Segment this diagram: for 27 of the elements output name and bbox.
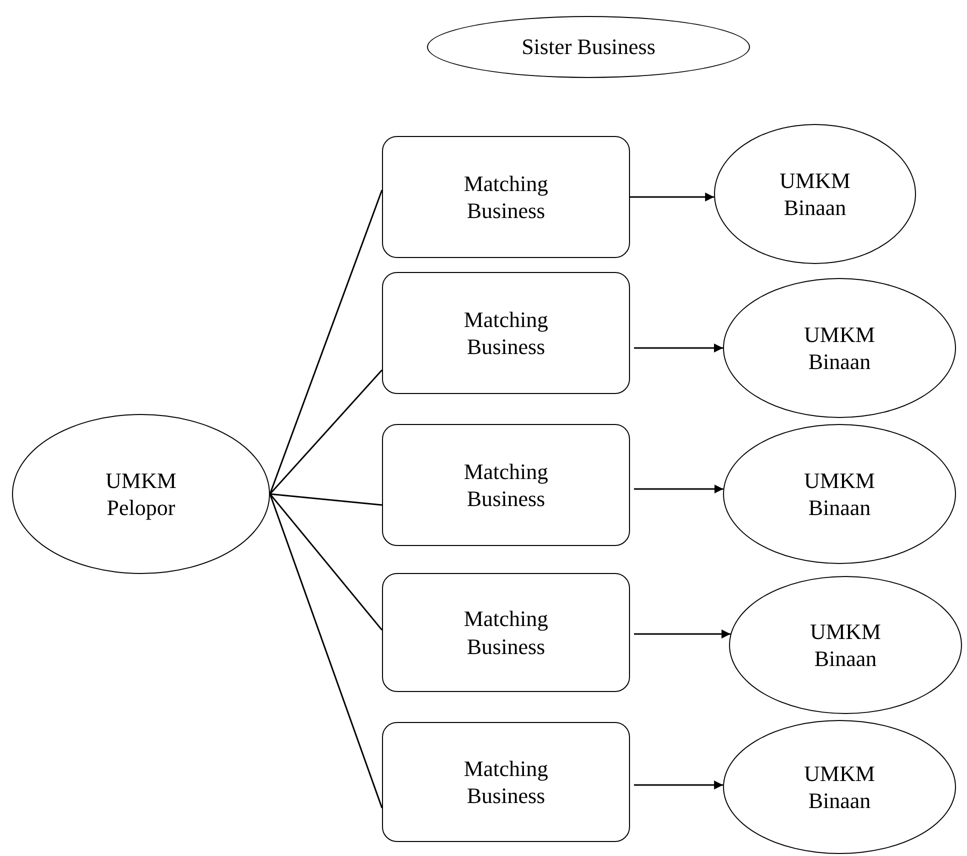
arrow bbox=[634, 484, 724, 494]
connector-line bbox=[269, 494, 383, 630]
node-label: Matching Business bbox=[462, 170, 550, 224]
node-label: UMKM Binaan bbox=[803, 760, 876, 814]
node-label: UMKM Binaan bbox=[778, 166, 852, 222]
connector-line bbox=[270, 493, 382, 506]
node-label: Matching Business bbox=[462, 306, 550, 360]
arrow bbox=[630, 192, 714, 202]
rounded-box bbox=[382, 424, 630, 546]
rounded-box bbox=[382, 573, 630, 692]
node-label: Matching Business bbox=[462, 754, 550, 810]
arrow bbox=[634, 630, 730, 638]
arrow bbox=[634, 344, 723, 352]
node-label: Matching Business bbox=[462, 458, 550, 512]
node-label: UMKM Binaan bbox=[803, 320, 876, 376]
node-label: Matching Business bbox=[462, 605, 550, 660]
node-label: UMKM Pelopor bbox=[104, 466, 178, 522]
connector-line bbox=[269, 370, 383, 494]
node-label: UMKM Binaan bbox=[803, 466, 876, 522]
arrow bbox=[634, 780, 724, 790]
rounded-box bbox=[382, 136, 630, 258]
connector-line bbox=[269, 190, 383, 494]
connector-line bbox=[269, 494, 383, 808]
rounded-box bbox=[382, 722, 630, 842]
node-label: Sister Business bbox=[522, 33, 656, 61]
node-label: UMKM Binaan bbox=[809, 618, 882, 672]
rounded-box bbox=[382, 272, 630, 394]
